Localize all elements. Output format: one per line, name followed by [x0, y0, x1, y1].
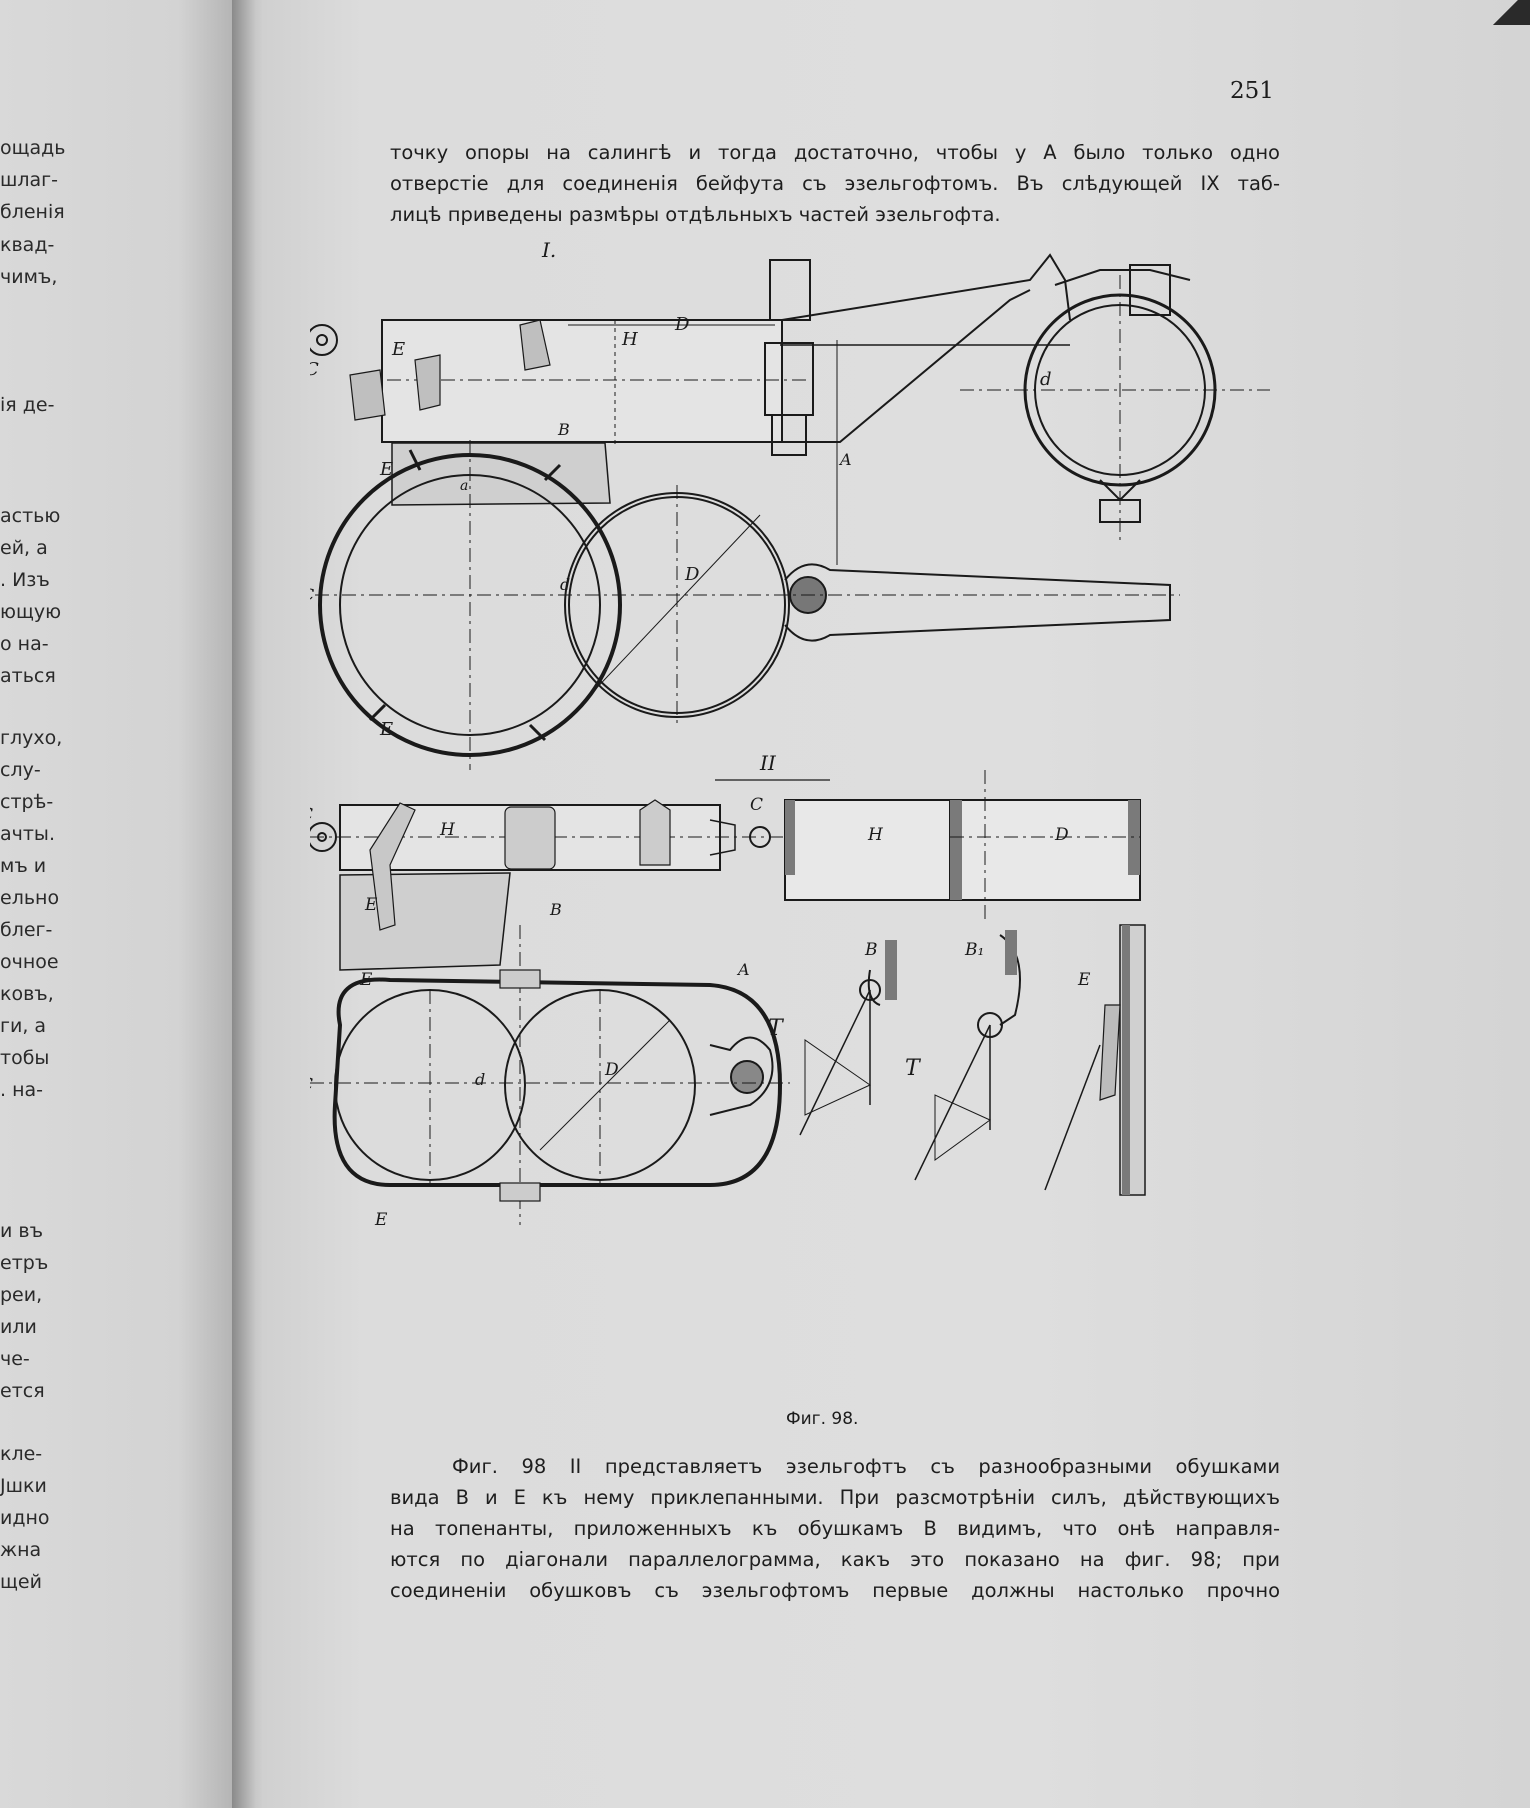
force-diagrams: T B T B₁ E: [768, 924, 1146, 1196]
left-page: ощадь шлаг-бленія квад-чимъ, ія де-астью ей,…: [0, 0, 255, 1808]
left-page-line: или: [0, 1316, 37, 1338]
left-page-line: бленія: [0, 201, 65, 223]
paragraph-line: ются по діагонали параллелограмма, какъ …: [390, 1548, 1280, 1571]
left-page-line: жна: [0, 1539, 42, 1561]
fig-ii-side-view: II C H H D C E B A: [300, 751, 1141, 979]
svg-text:H: H: [621, 329, 638, 350]
svg-text:T: T: [905, 1056, 922, 1081]
svg-text:E: E: [1077, 970, 1091, 990]
svg-text:E: E: [379, 719, 393, 740]
left-page-line: астью: [0, 505, 61, 527]
left-page-line: ется: [0, 1380, 45, 1402]
svg-text:D: D: [684, 564, 700, 585]
svg-text:T: T: [768, 1016, 785, 1041]
svg-text:C: C: [310, 1075, 313, 1095]
left-page-line: и въ: [0, 1220, 44, 1242]
left-page-line: кле-: [0, 1443, 43, 1465]
svg-text:H: H: [867, 825, 884, 845]
paragraph-line: вида B и E къ нему приклепанными. При ра…: [390, 1486, 1280, 1509]
page-number: 251: [1230, 78, 1274, 104]
svg-text:D: D: [674, 314, 690, 335]
fig-ii-plan-view: C E E D d: [300, 925, 790, 1230]
left-page-line: тобы: [0, 1047, 50, 1069]
paragraph-line: точку опоры на салингѣ и тогда достаточн…: [390, 141, 1280, 164]
bottom-paragraph: Фиг. 98 II представляетъ эзельгофтъ съ р…: [390, 1451, 1280, 1606]
fig-i-side-view: I. D H E C B A d: [305, 238, 1270, 565]
svg-text:d: d: [1040, 369, 1052, 390]
left-page-line: ги, а: [0, 1015, 47, 1037]
paragraph-line: отверстіе для соединенія бейфута съ эзел…: [390, 172, 1280, 195]
svg-text:C: C: [310, 805, 313, 825]
svg-text:C: C: [310, 359, 319, 380]
left-page-line: ющую: [0, 601, 62, 623]
left-page-line: квад-: [0, 234, 55, 256]
left-page-line: очное: [0, 951, 59, 973]
figure-98-drawing: I. D H E C B A d E D d a C E: [300, 225, 1330, 1410]
svg-text:D: D: [1054, 825, 1069, 845]
svg-text:E: E: [391, 339, 405, 360]
left-page-line: аться: [0, 665, 56, 687]
top-paragraph: точку опоры на салингѣ и тогда достаточн…: [390, 137, 1280, 230]
fig-i-plan-view: E D d a C E: [302, 440, 1180, 770]
left-page-line: о на-: [0, 633, 49, 655]
svg-text:C: C: [750, 795, 763, 815]
paragraph-line: соединеніи обушковъ съ эзельгофтомъ перв…: [390, 1579, 1280, 1602]
left-page-line: ельно: [0, 887, 60, 909]
left-page-line: идно: [0, 1507, 50, 1529]
left-page-line: стрѣ-: [0, 791, 54, 813]
svg-text:A: A: [838, 450, 852, 469]
left-page-line: мъ и: [0, 855, 47, 877]
left-page-line: щей: [0, 1571, 42, 1593]
left-page-line: ощадь: [0, 137, 66, 159]
figure-caption: Фиг. 98.: [786, 1409, 859, 1429]
svg-text:d: d: [475, 1070, 485, 1089]
svg-text:B: B: [549, 900, 562, 919]
svg-text:d: d: [560, 575, 570, 594]
svg-text:I.: I.: [541, 238, 556, 262]
left-page-line: реи,: [0, 1284, 43, 1306]
left-page-line: ачты.: [0, 823, 55, 845]
svg-text:E: E: [374, 1210, 388, 1230]
svg-text:H: H: [439, 820, 456, 840]
left-page-line: ковъ,: [0, 983, 54, 1005]
svg-text:E: E: [359, 970, 373, 990]
svg-text:B: B: [864, 940, 878, 960]
left-page-line: ія де-: [0, 394, 55, 416]
left-page-line: . на-: [0, 1079, 44, 1101]
left-page-line: блег-: [0, 919, 53, 941]
svg-text:E: E: [379, 459, 393, 480]
left-page-line: Јшки: [0, 1475, 47, 1497]
left-page-line: ей, а: [0, 537, 48, 559]
svg-text:a: a: [460, 478, 468, 494]
paragraph-line: Фиг. 98 II представляетъ эзельгофтъ съ р…: [452, 1455, 1280, 1478]
left-page-line: че-: [0, 1348, 30, 1370]
left-page-line: глухо,: [0, 727, 63, 749]
left-page-line: слу-: [0, 759, 41, 781]
left-page-line: етръ: [0, 1252, 49, 1274]
svg-text:B: B: [557, 420, 570, 439]
svg-text:D: D: [604, 1060, 619, 1080]
left-page-line: чимъ,: [0, 266, 58, 288]
paragraph-line: на топенанты, приложенныхъ къ обушкамъ B…: [390, 1517, 1280, 1540]
left-page-line: . Изъ: [0, 569, 50, 591]
svg-text:A: A: [736, 960, 750, 979]
page-corner: [1480, 0, 1530, 25]
svg-text:C: C: [310, 585, 314, 604]
left-page-line: шлаг-: [0, 169, 59, 191]
svg-text:II: II: [759, 751, 777, 775]
paragraph-line: лицѣ приведены размѣры отдѣльныхъ частей…: [390, 203, 1001, 226]
svg-text:E: E: [364, 895, 378, 915]
svg-text:B₁: B₁: [964, 940, 984, 960]
